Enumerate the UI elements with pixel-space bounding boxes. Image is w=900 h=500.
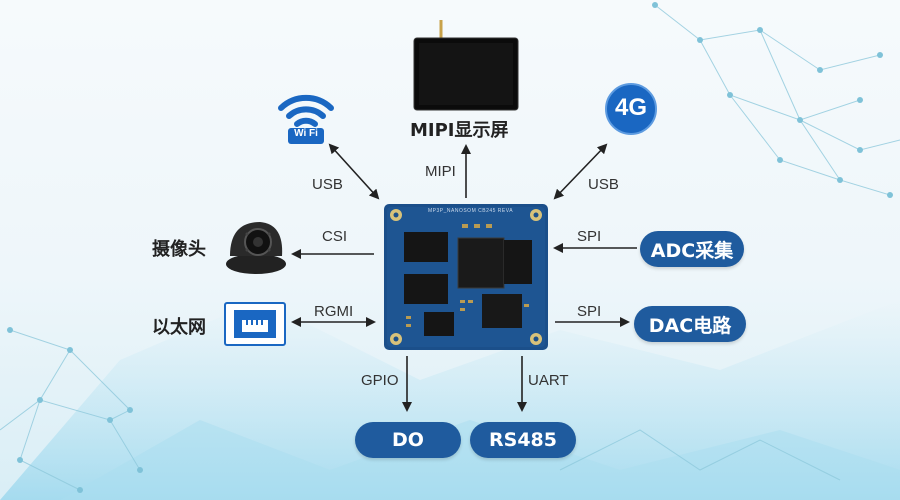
ethernet-label: 以太网 [152,317,206,338]
label-csi: CSI [322,228,348,245]
dac-node: DAC电路 [634,306,746,342]
label-gpio: GPIO [361,372,399,389]
ethernet-port-icon [224,302,286,346]
som-board-icon [384,204,548,350]
label-spi-adc: SPI [577,228,602,245]
camera-icon [220,212,292,278]
4g-text: 4G [614,94,647,121]
arrow-wifi [328,143,380,200]
arrow-cellular [553,143,608,200]
label-spi-dac: SPI [577,303,602,320]
label-usb-left: USB [312,176,343,193]
label-rgmi: RGMI [314,303,354,320]
wifi-icon [275,80,337,146]
camera-label: 摄像头 [152,239,206,260]
label-uart: UART [528,372,569,389]
adc-node: ADC采集 [640,231,744,267]
do-node: DO [355,422,461,458]
display-label: MIPI显示屏 [410,120,509,141]
4g-icon [604,82,658,136]
display-screen-icon [411,20,521,112]
wifi-text: Wi Fi [294,128,318,139]
label-usb-right: USB [588,176,619,193]
board-silkscreen: MP3P_NANOSOM CB245 REVA [428,208,514,214]
rs485-node: RS485 [470,422,576,458]
label-mipi: MIPI [425,163,456,180]
